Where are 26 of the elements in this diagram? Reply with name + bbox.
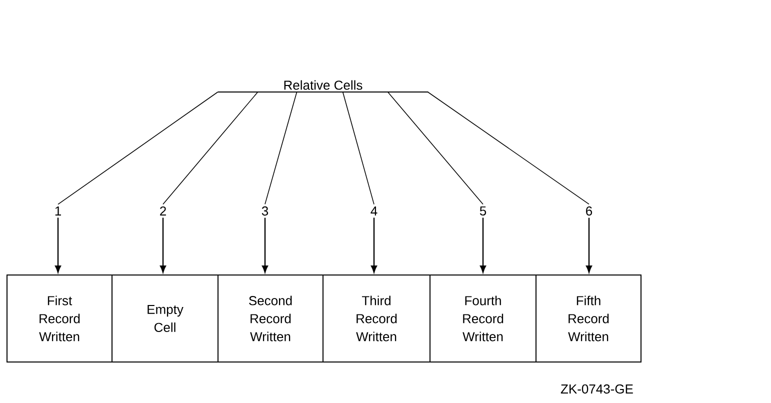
cell-box: Second Record Written [218,274,324,362]
arrow [586,218,592,273]
cell-number: 6 [586,206,592,216]
connector-line [387,92,484,205]
cell-number: 4 [370,206,378,216]
arrow [480,218,486,273]
connector-line [427,92,590,205]
figure-id: ZK-0743-GE [560,384,633,394]
connector-line [342,92,374,205]
connector-line [162,92,258,205]
arrow [262,218,268,273]
cell-number: 5 [480,206,486,216]
cell-box: First Record Written [6,274,112,362]
connector-line [264,92,298,205]
cell-number: 1 [55,206,61,216]
cell-number: 2 [160,206,166,216]
arrow [54,218,62,273]
arrow [160,218,166,273]
heading-label: Relative Cells [284,80,362,90]
cell-box: Third Record Written [322,274,430,362]
cell-box: Fifth Record Written [536,274,642,362]
cell-box: Empty Cell [112,274,218,362]
cell-box: Fourth Record Written [430,274,536,362]
arrow [370,218,378,273]
cell-number: 3 [262,206,268,216]
connector-line [58,92,218,205]
